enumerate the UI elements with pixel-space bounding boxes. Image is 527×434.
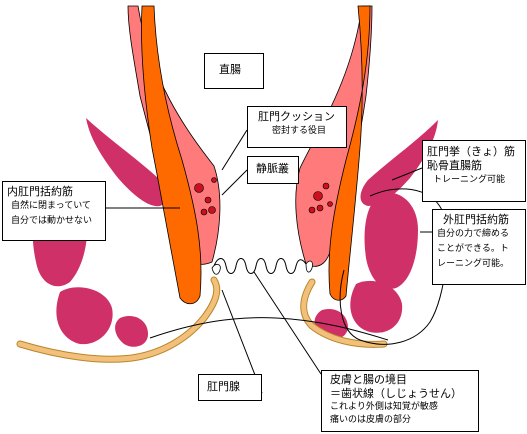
levator-ani-line2: 恥骨直腸筋 bbox=[427, 159, 482, 172]
anal-gland-label: 肛門腺 bbox=[198, 374, 262, 401]
venous-plexus-right bbox=[308, 182, 333, 214]
external-sphincter-sub1: 自分の力で締める bbox=[437, 229, 510, 239]
levator-ani-label: 肛門挙（きょ）筋 恥骨直腸筋 トレーニング可能 bbox=[422, 140, 526, 202]
external-sphincter-title: 外肛門括約筋 bbox=[443, 213, 509, 226]
external-sphincter-right-deep bbox=[364, 192, 418, 289]
anal-cushion-sub: 密封する役目 bbox=[272, 126, 327, 136]
anal-cushion-title: 肛門クッション bbox=[258, 110, 335, 123]
internal-sphincter-right bbox=[328, 5, 371, 301]
anal-cushion-label: 肛門クッション 密封する役目 bbox=[247, 106, 347, 148]
rectum-text: 直腸 bbox=[219, 63, 241, 76]
external-sphincter-sub3: レーニング可能。 bbox=[437, 259, 510, 269]
internal-sphincter-sub1: 自然に閉まっていて bbox=[11, 201, 91, 211]
dentate-line-title2: ＝歯状線（しじょうせん） bbox=[330, 387, 462, 400]
external-sphincter-left-mid bbox=[56, 287, 113, 345]
rectum-label: 直腸 bbox=[204, 53, 264, 89]
venous-plexus-label: 静脈叢 bbox=[247, 156, 299, 184]
skin-line bbox=[149, 317, 389, 341]
dentate-line-label: 皮膚と腸の境目 ＝歯状線（しじょうせん） これより外側は知覚が敏感 痛いのは皮膚… bbox=[321, 370, 479, 432]
anal-crypt-left bbox=[211, 264, 221, 275]
dentate-line-sub2: 痛いのは皮膚の部分 bbox=[330, 415, 412, 425]
external-sphincter-sub2: ことができる。ト bbox=[437, 244, 509, 254]
dentate-line-wave bbox=[213, 258, 307, 274]
external-sphincter-right-mid bbox=[350, 280, 403, 333]
internal-sphincter-left bbox=[141, 5, 202, 305]
venous-plexus-left bbox=[194, 177, 217, 216]
dentate-line-title1: 皮膚と腸の境目 bbox=[330, 373, 407, 386]
external-sphincter-label: 外肛門括約筋 自分の力で締める ことができる。ト レーニング可能。 bbox=[432, 209, 526, 285]
levator-ani-right bbox=[360, 120, 438, 206]
internal-sphincter-label: 内肛門括約筋 自然に閉まっていて 自分では動かせない bbox=[2, 181, 106, 241]
levator-ani-left bbox=[86, 118, 167, 207]
levator-ani-line1: 肛門挙（きょ）筋 bbox=[427, 145, 515, 158]
venous-plexus-text: 静脈叢 bbox=[256, 162, 289, 175]
anal-gland-text: 肛門腺 bbox=[207, 380, 240, 393]
leader-lines bbox=[105, 129, 432, 394]
levator-ani-sub: トレーニング可能 bbox=[433, 175, 506, 185]
internal-sphincter-sub2: 自分では動かせない bbox=[11, 216, 93, 226]
external-sphincter-left-small bbox=[115, 315, 148, 347]
internal-sphincter-title: 内肛門括約筋 bbox=[7, 185, 73, 198]
dentate-line-sub1: これより外側は知覚が敏感 bbox=[330, 402, 438, 412]
anal-crypt-right bbox=[305, 260, 313, 273]
